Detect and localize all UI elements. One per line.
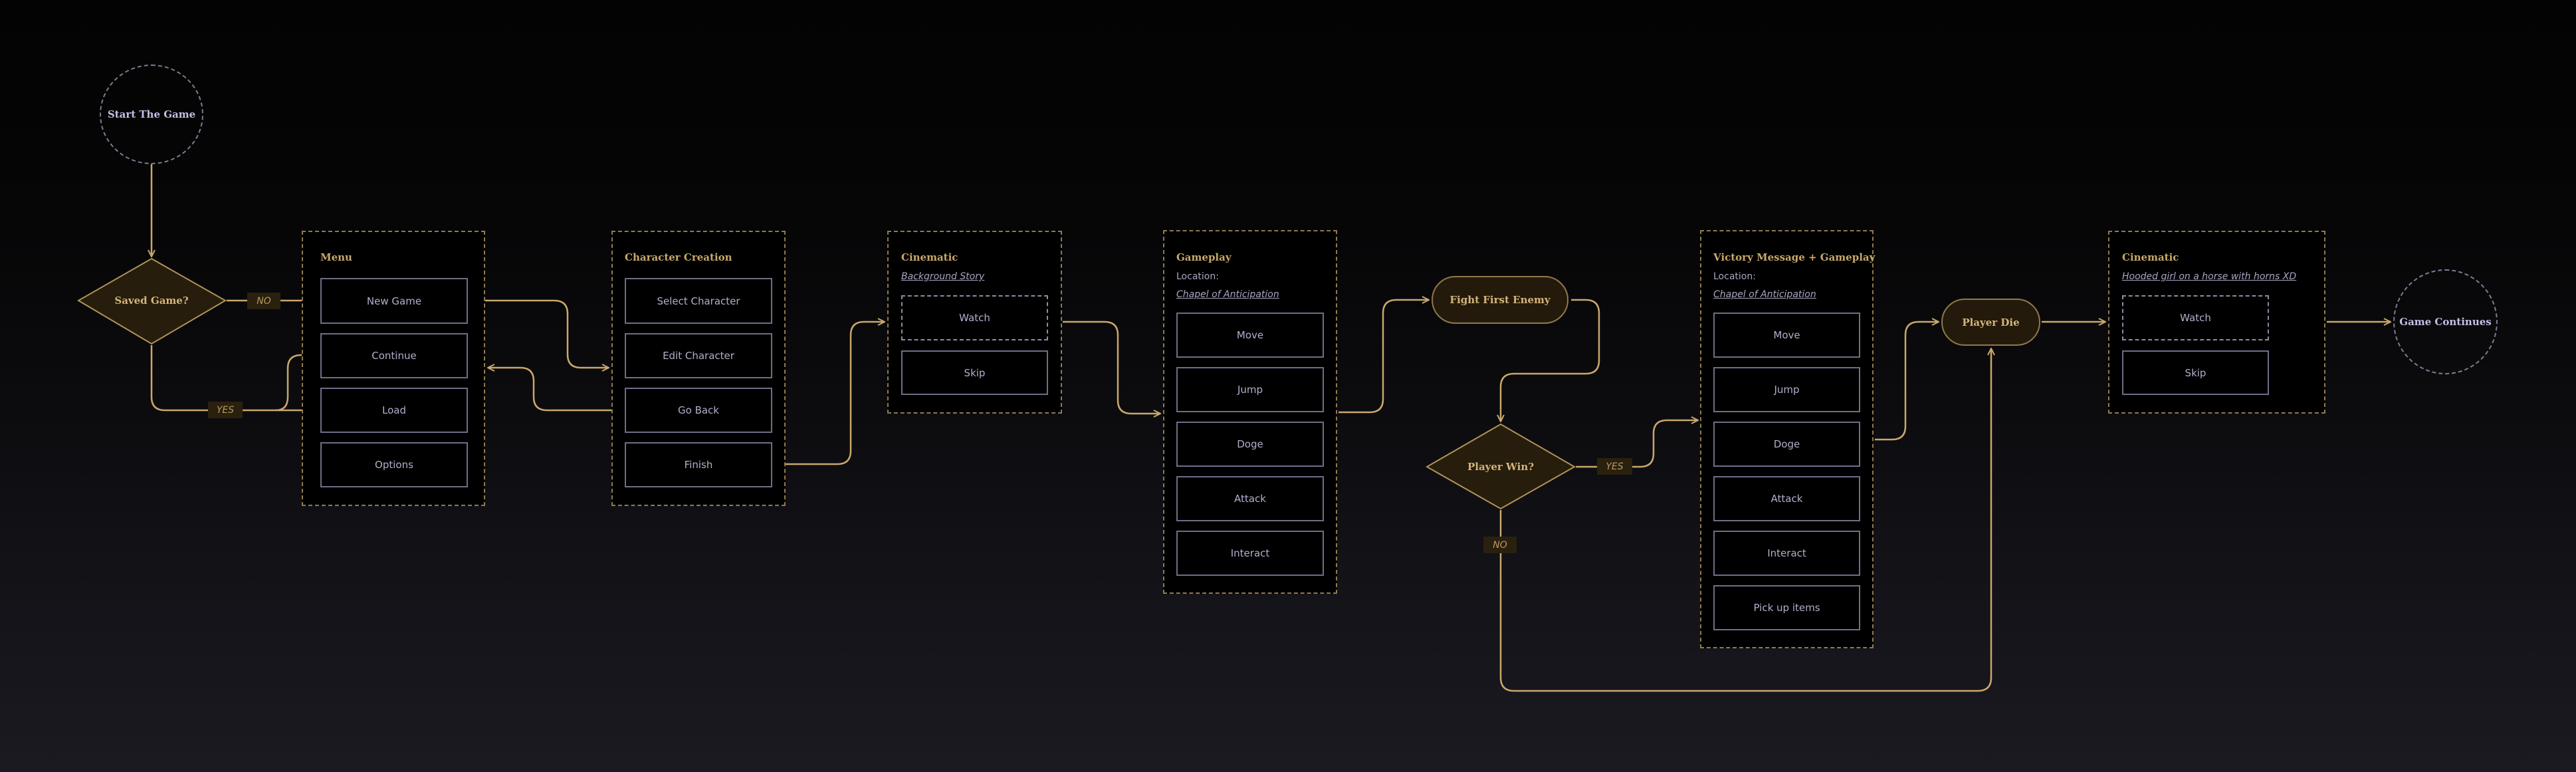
edge-new-game-to-character	[469, 299, 609, 368]
hooded-girl-link[interactable]: Hooded girl on a horse with horns XD	[2122, 271, 2297, 282]
edge-label-win-no: NO	[1483, 537, 1517, 553]
edge-fight-to-player-win	[1501, 299, 1600, 422]
cinematic-1-title: Cinematic	[901, 251, 958, 263]
player-win-diamond[interactable]	[1425, 423, 1576, 510]
gameplay-jump-button[interactable]: Jump	[1176, 367, 1324, 412]
start-label: Start The Game	[107, 108, 196, 120]
victory-attack-button[interactable]: Attack	[1713, 476, 1860, 521]
game-continues-node[interactable]: Game Continues	[2393, 269, 2498, 374]
gameplay-location-label: Location:	[1176, 271, 1219, 282]
edge-label-no: NO	[247, 293, 280, 309]
gameplay-doge-button[interactable]: Doge	[1176, 422, 1324, 467]
victory-title: Victory Message + Gameplay	[1713, 251, 1876, 263]
gameplay-attack-button[interactable]: Attack	[1176, 476, 1324, 521]
gameplay-interact-button[interactable]: Interact	[1176, 531, 1324, 576]
game-continues-label: Game Continues	[2399, 316, 2492, 328]
gameplay-title: Gameplay	[1176, 251, 1232, 263]
cinematic-1-skip-button[interactable]: Skip	[901, 350, 1048, 395]
player-die-node[interactable]: Player Die	[1941, 299, 2040, 346]
select-character-button[interactable]: Select Character	[625, 278, 772, 324]
cinematic-2-watch-button[interactable]: Watch	[2122, 295, 2269, 340]
options-button[interactable]: Options	[320, 442, 468, 487]
gameplay-move-button[interactable]: Move	[1176, 313, 1324, 358]
victory-jump-button[interactable]: Jump	[1713, 367, 1860, 412]
edge-finish-to-cinematic	[774, 322, 885, 465]
edge-label-win-yes: YES	[1597, 458, 1632, 475]
edge-saved-yes-load	[150, 345, 318, 410]
character-creation-title: Character Creation	[625, 251, 732, 263]
victory-interact-button[interactable]: Interact	[1713, 531, 1860, 576]
player-die-label: Player Die	[1962, 316, 2020, 328]
victory-location-link[interactable]: Chapel of Anticipation	[1713, 289, 1816, 300]
edge-victory-to-player-die	[1875, 322, 1939, 441]
go-back-button[interactable]: Go Back	[625, 388, 772, 433]
gameplay-location-link[interactable]: Chapel of Anticipation	[1176, 289, 1279, 300]
cinematic-2-skip-button[interactable]: Skip	[2122, 350, 2269, 395]
edge-win-no-to-player-die	[1499, 348, 1991, 692]
victory-move-button[interactable]: Move	[1713, 313, 1860, 358]
new-game-button[interactable]: New Game	[320, 278, 468, 324]
menu-title: Menu	[320, 251, 352, 263]
saved-game-diamond[interactable]	[77, 257, 227, 345]
edge-saved-yes-continue	[275, 355, 318, 412]
start-node[interactable]: Start The Game	[100, 64, 203, 164]
victory-location-label: Location:	[1713, 271, 1756, 282]
player-win-label: Player Win?	[1467, 461, 1535, 473]
fight-first-enemy-node[interactable]: Fight First Enemy	[1432, 276, 1568, 324]
continue-button[interactable]: Continue	[320, 333, 468, 378]
cinematic-2-title: Cinematic	[2122, 251, 2179, 263]
fight-first-enemy-label: Fight First Enemy	[1449, 294, 1551, 306]
load-button[interactable]: Load	[320, 388, 468, 433]
victory-pick-up-items-button[interactable]: Pick up items	[1713, 585, 1860, 630]
edge-cinematic-to-gameplay	[1063, 321, 1160, 414]
background-story-link[interactable]: Background Story	[901, 271, 985, 282]
finish-button[interactable]: Finish	[625, 442, 772, 487]
edge-go-back-to-menu	[488, 368, 623, 412]
edge-label-yes: YES	[208, 402, 243, 418]
edge-win-yes-to-victory	[1576, 420, 1698, 468]
edit-character-button[interactable]: Edit Character	[625, 333, 772, 378]
edge-gameplay-to-fight	[1339, 300, 1429, 414]
saved-game-label: Saved Game?	[114, 295, 189, 307]
cinematic-1-watch-button[interactable]: Watch	[901, 295, 1048, 340]
victory-doge-button[interactable]: Doge	[1713, 422, 1860, 467]
